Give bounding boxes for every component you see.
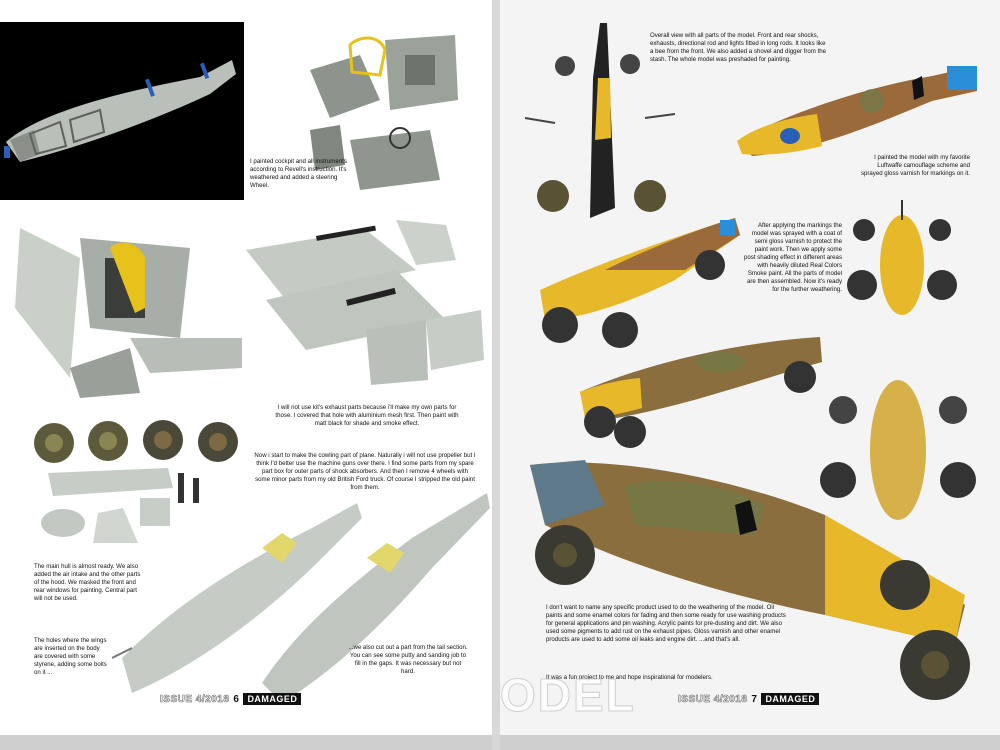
wheels-parts-image xyxy=(34,420,238,543)
camo-side-image xyxy=(580,337,822,448)
left-footer: ISSUE 4/2018 6 DAMAGED xyxy=(160,693,302,705)
caption-cowling: Now i start to make the cowling part of … xyxy=(254,452,476,491)
caption-camouflage: I painted the model with my favorite Luf… xyxy=(860,154,970,177)
photo-wheels-parts xyxy=(28,418,253,558)
page-number-left: 6 xyxy=(233,693,240,705)
photo-fuselage-black xyxy=(0,22,244,200)
caption-fun-project: It was a fun project to me and hope insp… xyxy=(546,674,713,681)
overall-parts-image xyxy=(524,23,675,218)
photo-cockpit-parts xyxy=(290,30,470,195)
caption-wing-holes: The holes where the wings are inserted o… xyxy=(34,637,107,676)
photo-front-view-top xyxy=(842,195,962,340)
caption-markings: After applying the markings the model wa… xyxy=(743,222,842,293)
caption-main-hull: The main hull is almost ready. We also a… xyxy=(34,563,141,602)
photo-cockpit-open xyxy=(10,218,242,398)
caption-overall-view: Overall view with all parts of the model… xyxy=(650,32,827,63)
fuselage-skeleton-image xyxy=(4,60,236,162)
painted-fuselage-image xyxy=(737,66,977,156)
photo-painted-fuselage xyxy=(732,56,982,156)
photo-exhaust-parts xyxy=(246,210,486,400)
front-view-bottom-image xyxy=(820,380,976,520)
photo-camo-side xyxy=(570,322,830,452)
right-page: Overall view with all parts of the model… xyxy=(500,0,1000,735)
photo-front-view-bottom xyxy=(818,360,978,535)
issue-label-right: ISSUE 4/2018 xyxy=(678,693,748,705)
front-view-top-image xyxy=(847,200,957,315)
right-footer: ISSUE 4/2018 7 DAMAGED xyxy=(678,693,820,705)
photo-weathered-model xyxy=(525,445,975,715)
brand-logo: DAMAGED xyxy=(243,693,302,705)
weathered-model-image xyxy=(530,460,970,700)
two-hulls-image xyxy=(112,493,490,703)
side-view-image xyxy=(540,218,740,348)
brand-logo-right: DAMAGED xyxy=(761,693,820,705)
photo-side-view xyxy=(525,210,750,355)
caption-tail-section: ...we also cut out a part from the tail … xyxy=(348,644,468,675)
caption-cockpit: I painted cockpit and all instruments ac… xyxy=(250,158,347,189)
left-page: I painted cockpit and all instruments ac… xyxy=(0,0,492,735)
page-gutter xyxy=(492,0,500,750)
cockpit-open-image xyxy=(15,228,242,398)
cockpit-parts-image xyxy=(310,35,458,190)
photo-two-hulls xyxy=(112,488,492,703)
photo-overall-parts xyxy=(515,18,675,248)
page-number-right: 7 xyxy=(751,693,758,705)
watermark-text: ODEL xyxy=(500,669,636,722)
caption-weathering: I don't want to name any specific produc… xyxy=(546,604,786,643)
issue-label: ISSUE 4/2018 xyxy=(160,693,230,705)
exhaust-parts-image xyxy=(246,220,484,385)
caption-exhaust: I will not use kit's exhaust parts becau… xyxy=(275,404,459,427)
